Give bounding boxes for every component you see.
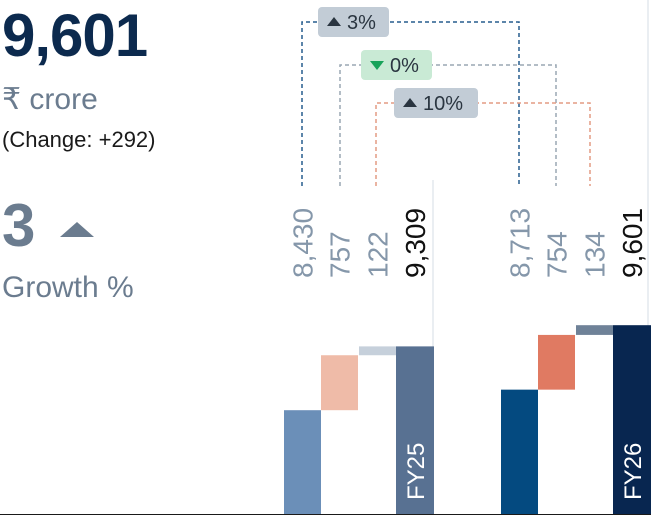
fy25-bar-2 <box>321 355 358 411</box>
fy26-bar-1 <box>501 389 538 514</box>
fy26-value-label-3: 134 <box>580 231 611 278</box>
kpi-value: 9,601 <box>2 2 148 69</box>
comparison-badge-label-2: 0% <box>390 55 419 77</box>
fy25-bar-3 <box>359 346 396 356</box>
up-arrow-icon <box>403 98 417 107</box>
fy25-value-label-3: 122 <box>363 231 394 278</box>
comparison-badge-1 <box>318 7 389 37</box>
fy25-bar-1 <box>284 410 321 514</box>
category-label-fy26: FY26 <box>620 443 647 500</box>
up-arrow-icon <box>327 17 341 26</box>
comparison-badge-2 <box>361 50 432 80</box>
fy25-value-label-1: 8,430 <box>288 208 319 278</box>
kpi-change: (Change: +292) <box>2 127 156 152</box>
comparison-connector-3 <box>375 102 591 186</box>
category-label-fy25: FY25 <box>403 443 430 500</box>
fy26-bar-4 <box>613 325 651 514</box>
down-arrow-icon <box>370 61 384 70</box>
comparison-connector-1 <box>301 21 520 186</box>
comparison-badge-label-1: 3% <box>347 12 376 34</box>
kpi-unit: ₹ crore <box>2 83 98 116</box>
comparison-badge-label-3: 10% <box>423 93 463 115</box>
fy25-value-label-4: 9,309 <box>400 208 431 278</box>
fy25-value-label-2: 757 <box>325 231 356 278</box>
fy25-bar-4 <box>396 346 434 514</box>
growth-label: Growth % <box>2 271 134 304</box>
fy26-value-label-1: 8,713 <box>505 208 536 278</box>
fy26-value-label-4: 9,601 <box>617 208 648 278</box>
fy26-value-label-2: 754 <box>542 231 573 278</box>
fy26-bar-2 <box>538 334 575 390</box>
growth-up-arrow-icon <box>60 222 94 237</box>
comparison-connector-2 <box>339 64 557 186</box>
fy26-bar-3 <box>576 325 613 335</box>
comparison-badge-3 <box>394 88 478 118</box>
growth-value: 3 <box>2 192 36 259</box>
